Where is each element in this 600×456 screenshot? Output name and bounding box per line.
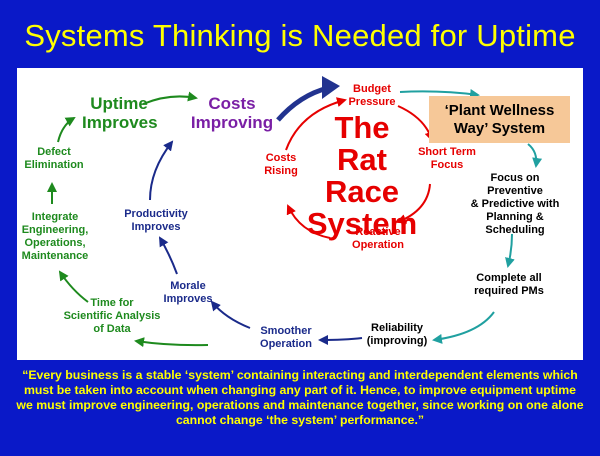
productivity-to-costs-arrow — [149, 140, 174, 201]
focus-preventive-node: Focus on Preventive & Predictive with Pl… — [470, 172, 560, 236]
smoother-to-morale-arrow — [210, 300, 251, 329]
costs-to-budget-arrowhead — [322, 76, 340, 99]
short-term-focus-node: Short Term Focus — [418, 146, 476, 171]
time-for-analysis-node: Time for Scientific Analysis of Data — [63, 297, 161, 335]
reactive-to-costsrising-arrow — [286, 204, 331, 239]
reactive-operation-node: Reactive Operation — [352, 226, 404, 251]
smoother-to-time-arrow — [134, 337, 209, 348]
morale-to-productivity-arrow — [158, 236, 178, 275]
smoother-operation-node: Smoother Operation — [260, 325, 312, 350]
budget-to-pww-arrow — [399, 88, 480, 99]
productivity-improves-node: Productivity Improves — [124, 208, 188, 233]
systems-quote: “Every business is a stable ‘system’ con… — [16, 368, 584, 427]
slide-title: Systems Thinking is Needed for Uptime — [24, 18, 576, 53]
pww-to-focus-arrow — [527, 143, 543, 168]
costs-rising-node: Costs Rising — [264, 152, 298, 177]
shortterm-to-reactive-arrow — [396, 183, 431, 224]
uptime-improves-node: Uptime Improves — [82, 94, 158, 132]
pms-to-reliability-arrow — [432, 311, 495, 344]
defect-elimination-node: Defect Elimination — [24, 146, 84, 171]
costsrising-to-budget-arrow — [285, 97, 347, 151]
time-to-integrate-arrow — [58, 270, 89, 303]
plant-wellness-box: ‘Plant Wellness Way’ System — [429, 96, 570, 143]
defect-to-uptime-arrow — [57, 116, 76, 143]
focus-to-pms-arrow — [505, 233, 515, 268]
morale-improves-node: Morale Improves — [163, 280, 213, 305]
rat-race-system-label: The Rat Race System — [306, 110, 418, 241]
reliability-to-smoother-arrow — [318, 334, 363, 345]
uptime-to-costs-arrow — [142, 91, 198, 105]
budget-pressure-node: Budget Pressure — [348, 83, 396, 108]
reliability-node: Reliability (improving) — [366, 322, 428, 347]
integrate-node: Integrate Engineering, Operations, Maint… — [21, 211, 89, 262]
costs-improving-node: Costs Improving — [190, 94, 274, 132]
complete-pms-node: Complete all required PMs — [474, 272, 544, 297]
